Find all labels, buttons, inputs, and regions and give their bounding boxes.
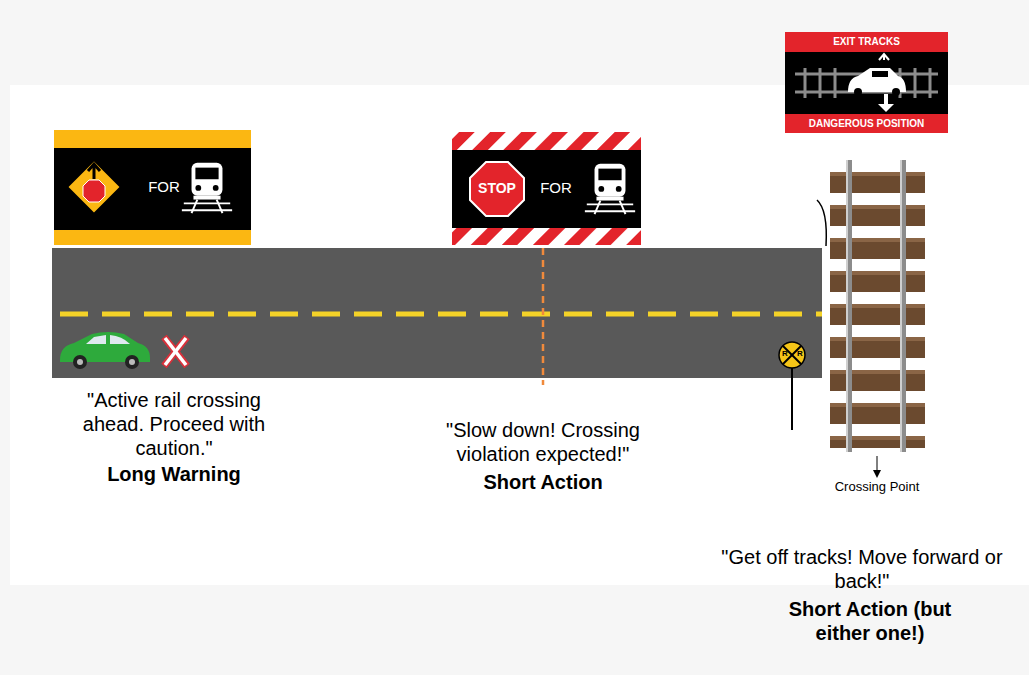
stop-sign: STOP FOR [452,132,641,245]
position-mark [164,337,187,366]
exit-tracks-sign [785,32,948,133]
sign-footer: DANGEROUS POSITION [785,118,948,130]
rr-crossbuck-sign [779,342,805,430]
railroad-track [830,160,925,452]
zone-message: "Slow down! Crossing violation expected!… [415,418,671,466]
sign-word: FOR [534,179,578,197]
exit-sign: EXIT TRACKS DANGEROUS POSITION [785,32,948,133]
stop-word: STOP [468,180,526,197]
zone-message: "Get off tracks! Move forward or back!" [699,545,1025,593]
zone-type: Short Action [415,470,671,494]
advance-warning-sign [54,130,251,245]
stop-for-train-sign [452,132,641,245]
sign-heading: EXIT TRACKS [785,36,948,48]
center-line [60,312,822,317]
zone-type: Long Warning [60,462,288,486]
road [52,248,822,378]
stop-marker-line [542,248,545,385]
car [60,332,150,369]
sign-letter: R [795,349,805,359]
zone-type: Short Action (but either one!) [772,597,968,645]
leader-arrow [877,456,878,474]
sign-word: FOR [142,178,186,196]
sign-letter: R [780,349,790,359]
panel-ground [10,85,1029,585]
zone-message: "Active rail crossing ahead. Proceed wit… [60,388,288,460]
warning-sign: FOR [54,130,251,245]
curb-line [817,200,826,246]
track-label: Crossing Point [812,479,942,495]
